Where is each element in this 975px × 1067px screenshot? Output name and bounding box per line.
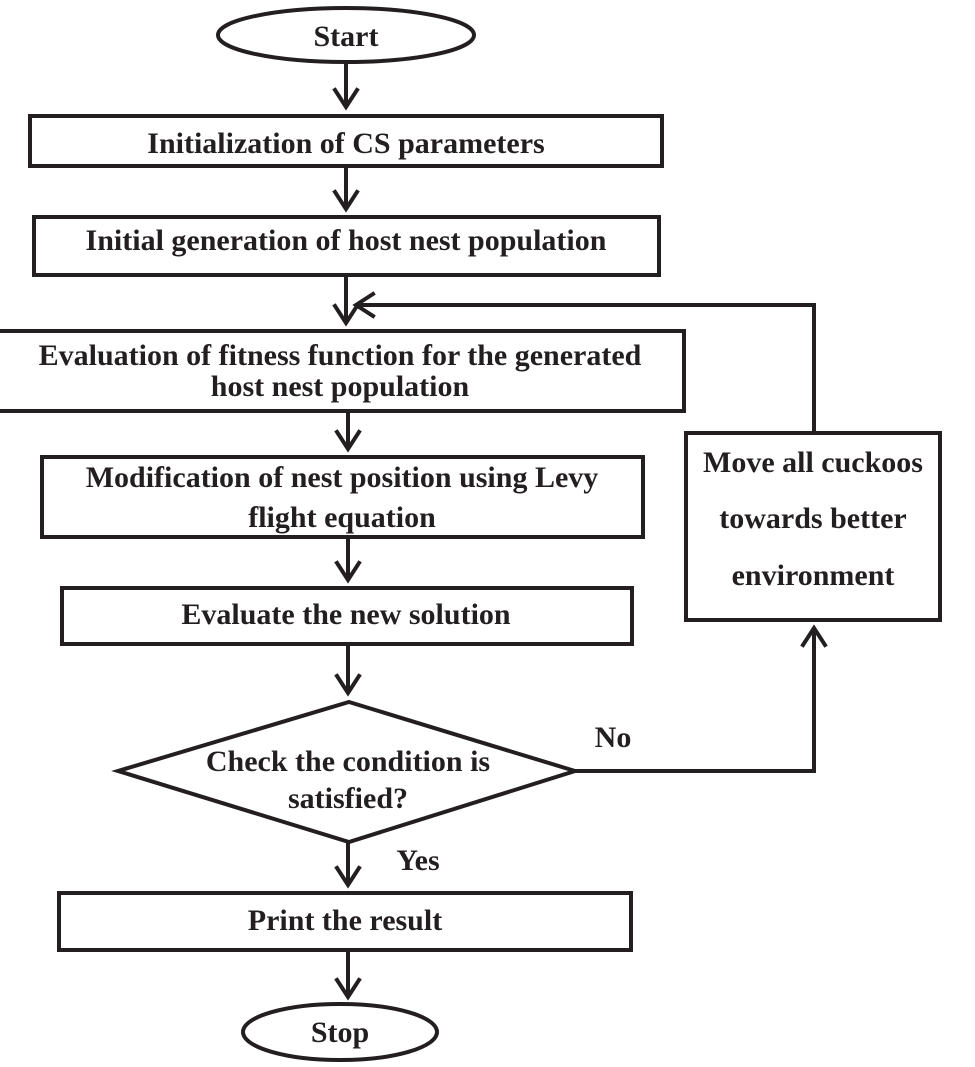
move-cuckoos-label-line2: towards better — [719, 502, 906, 535]
init-params-label: Initialization of CS parameters — [147, 127, 544, 160]
arrow-print-to-stop — [334, 950, 362, 1001]
start-label: Start — [314, 20, 379, 53]
arrow-start-to-init-params — [332, 62, 360, 111]
arrow-move-cuckoos-loop-back — [352, 291, 816, 433]
evaluate-fitness-label-line1: Evaluation of fitness function for the g… — [39, 339, 642, 372]
edge-label-no: No — [595, 721, 632, 754]
modify-nest-label-line1: Modification of nest position using Levy — [86, 461, 599, 494]
arrow-population-to-fitness — [332, 275, 360, 327]
modify-nest-label-line2: flight equation — [248, 501, 436, 534]
arrow-decision-to-print — [334, 842, 362, 889]
move-cuckoos-label-line3: environment — [732, 559, 895, 592]
evaluate-fitness-label-line2: host nest population — [211, 370, 470, 403]
edge-label-yes: Yes — [396, 844, 439, 877]
stop-label: Stop — [311, 1016, 369, 1049]
arrow-modify-to-evaluate — [334, 537, 362, 584]
check-condition-label-line1: Check the condition is — [206, 745, 490, 778]
modify-nest-box — [40, 455, 645, 539]
evaluate-solution-label: Evaluate the new solution — [181, 598, 511, 631]
init-population-label: Initial generation of host nest populati… — [86, 224, 607, 257]
arrow-evaluate-to-decision — [334, 644, 362, 697]
arrow-decision-no-to-move-cuckoos — [575, 624, 828, 773]
evaluate-fitness-box — [0, 329, 686, 413]
print-result-label: Print the result — [248, 904, 442, 937]
arrow-fitness-to-modify — [334, 411, 362, 453]
arrow-init-params-to-population — [332, 166, 360, 213]
check-condition-label-line2: satisfied? — [288, 782, 408, 815]
move-cuckoos-label-line1: Move all cuckoos — [703, 446, 923, 479]
stop-terminal — [241, 1002, 439, 1062]
print-result-box — [57, 891, 633, 952]
